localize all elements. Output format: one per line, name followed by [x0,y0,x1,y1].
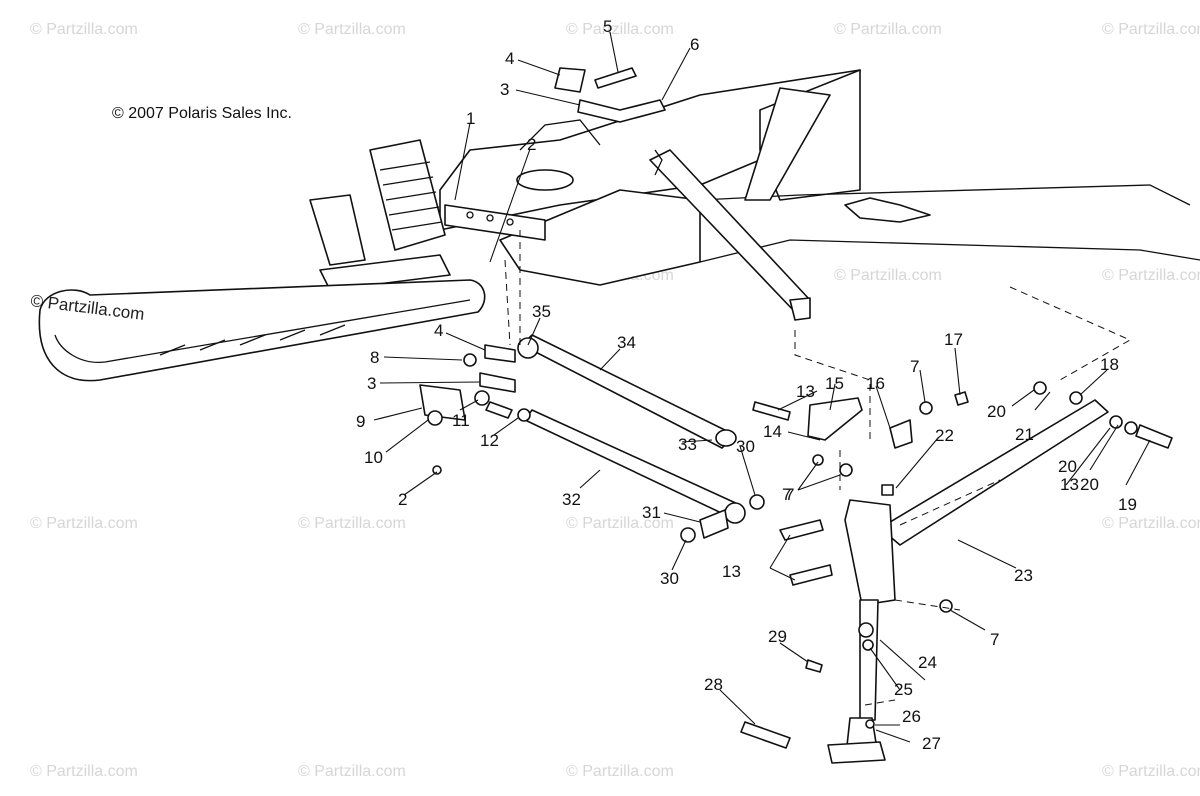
callout-label: 22 [935,426,954,445]
watermark: © Partzilla.com [30,763,138,780]
callout-label: 13 [796,382,815,401]
watermark: © Partzilla.com [566,21,674,38]
watermark: © Partzilla.com [30,515,138,532]
watermark-layer: © Partzilla.com © Partzilla.com © Partzi… [30,21,1200,780]
callout-label: 10 [364,448,383,467]
watermark: © Partzilla.com [298,21,406,38]
watermark: © Partzilla.com [566,515,674,532]
leader-lines [373,31,1151,743]
callout-label: 26 [902,707,921,726]
watermark: © Partzilla.com [298,515,406,532]
callout-label: 3 [500,80,509,99]
callout-label: 20 [987,402,1006,421]
callout-label: 20 [1080,475,1099,494]
watermark: © Partzilla.com [1102,21,1200,38]
callout-label: 13 [1060,475,1079,494]
small-parts-drawing [419,67,969,749]
callout-label: 28 [704,675,723,694]
watermark: © Partzilla.com [834,21,942,38]
callout-label: 4 [434,321,443,340]
callout-label: 34 [617,333,636,352]
callout-label: 2 [527,135,536,154]
watermark: © Partzilla.com [1102,763,1200,780]
callout-labels: 1 2 2 3 3 4 4 5 6 7 7 7 7 8 9 10 11 12 1… [356,17,1137,753]
callout-label: 13 [722,562,741,581]
callout-label: 7 [782,485,791,504]
watermark: © Partzilla.com [30,21,138,38]
callout-label: 8 [370,348,379,367]
callout-label: 29 [768,627,787,646]
watermark: © Partzilla.com [566,763,674,780]
assembly-centerlines [504,230,1132,706]
callout-label: 20 [1058,457,1077,476]
callout-label: 7 [910,357,919,376]
spindle-and-arm-drawing [827,381,1173,764]
watermark: © Partzilla.com [1102,515,1200,532]
callout-label: 15 [825,374,844,393]
callout-label: 9 [356,412,365,431]
callout-label: 5 [603,17,612,36]
callout-label: 25 [894,680,913,699]
callout-label: 19 [1118,495,1137,514]
callout-label: 1 [466,109,475,128]
callout-label: 18 [1100,355,1119,374]
callout-label: 12 [480,431,499,450]
watermark: © Partzilla.com [834,267,942,284]
callout-label: 30 [660,569,679,588]
watermark: © Partzilla.com [298,763,406,780]
callout-label: 32 [562,490,581,509]
watermark: © Partzilla.com [1102,267,1200,284]
callout-label: 7 [785,485,794,504]
callout-label: 27 [922,734,941,753]
callout-label: 33 [678,435,697,454]
callout-label: 30 [736,437,755,456]
callout-label: 6 [690,35,699,54]
callout-label: 14 [763,422,782,441]
callout-label: 17 [944,330,963,349]
callout-label: 31 [642,503,661,522]
callout-label: 21 [1015,425,1034,444]
callout-label: 4 [505,49,514,68]
callout-label: 16 [866,374,885,393]
callout-label: 3 [367,374,376,393]
ski-and-shock-drawing [38,139,486,382]
callout-label: 11 [452,411,470,430]
callout-label: 7 [990,630,999,649]
copyright-notice: © 2007 Polaris Sales Inc. [112,105,292,122]
callout-label: 35 [532,302,551,321]
chassis-drawing [439,69,1200,321]
callout-label: 24 [918,653,937,672]
callout-label: 2 [398,490,407,509]
radius-rods-drawing [517,334,765,543]
callout-label: 23 [1014,566,1033,585]
